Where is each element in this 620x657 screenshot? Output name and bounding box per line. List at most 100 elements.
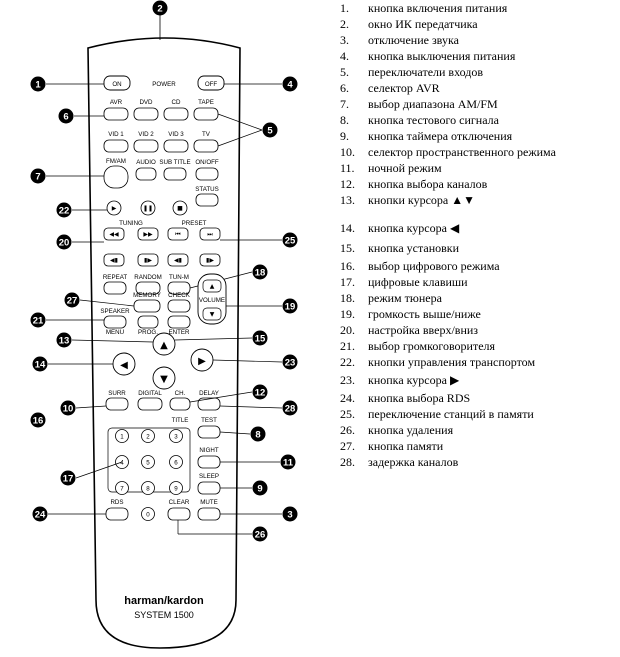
digit-2-button[interactable]	[141, 429, 155, 443]
forward-icon: ▶▶	[143, 231, 153, 238]
cd-label: CD	[172, 99, 181, 106]
enter-button[interactable]	[167, 315, 191, 329]
legend-text: кнопка выбора RDS	[368, 391, 471, 405]
digit-5-button[interactable]	[141, 455, 155, 469]
fmam-button[interactable]	[103, 165, 129, 189]
surr-label: SURR	[108, 390, 126, 397]
night-button[interactable]	[197, 455, 221, 469]
preset-up-button[interactable]	[199, 227, 221, 241]
digit-6-button[interactable]	[169, 455, 183, 469]
legend-number: 11.	[340, 161, 355, 175]
memory-button[interactable]	[133, 299, 161, 313]
power-label: POWER	[152, 81, 176, 88]
delay-button[interactable]	[197, 397, 221, 411]
speaker-label: SPEAKER	[100, 308, 130, 315]
speaker-button[interactable]	[103, 315, 127, 329]
tv-button[interactable]	[193, 139, 219, 153]
prev-track-icon: ⏮	[175, 231, 181, 238]
stop-button[interactable]	[172, 200, 188, 216]
repeat-button[interactable]	[103, 281, 127, 295]
svg-text:21: 21	[33, 316, 44, 327]
legend-item: 15.кнопка установки	[340, 240, 459, 256]
check-button[interactable]	[167, 299, 191, 313]
power-on-button[interactable]	[103, 75, 131, 91]
tuning-down-button[interactable]	[103, 227, 125, 241]
legend-item: 28.задержка каналов	[340, 454, 458, 470]
tuning-up-button[interactable]	[137, 227, 159, 241]
rewind-icon: ◀◀	[109, 231, 119, 238]
digit-8-button[interactable]	[141, 481, 155, 495]
ch-button[interactable]	[169, 397, 191, 411]
callout-10: 10	[60, 400, 76, 416]
legend-item: 9.кнопка таймера отключения	[340, 128, 512, 144]
digit-6-label: 6	[174, 460, 178, 467]
play-button[interactable]	[106, 200, 122, 216]
rds-label: RDS	[110, 499, 123, 506]
prog-button[interactable]	[137, 315, 159, 329]
cursor-up-button[interactable]	[152, 332, 176, 356]
volume-down-button[interactable]	[202, 307, 222, 321]
legend-text: кнопка выключения питания	[368, 49, 516, 63]
callout-22: 22	[56, 202, 72, 218]
status-button[interactable]	[195, 193, 219, 207]
legend-number: 13.	[340, 193, 355, 207]
random-button[interactable]	[135, 281, 161, 295]
step-back-button[interactable]	[167, 253, 189, 267]
legend-number: 10.	[340, 145, 355, 159]
onoff-label: ON/OFF	[195, 159, 219, 166]
vid1-button[interactable]	[103, 139, 129, 153]
legend-item: 19.громкость выше/ниже	[340, 306, 481, 322]
clear-button[interactable]	[167, 507, 191, 521]
digit-9-button[interactable]	[169, 481, 183, 495]
preset-down-button[interactable]	[167, 227, 189, 241]
svg-text:25: 25	[285, 236, 296, 247]
cd-button[interactable]	[163, 107, 189, 121]
cursor-down-button[interactable]	[152, 366, 176, 390]
legend-text: настройка вверх/вниз	[368, 323, 479, 337]
avr-button[interactable]	[103, 107, 129, 121]
remote-diagram: POWER ON OFF AVR DVD CD TAPE VID 1 VID 2…	[30, 0, 298, 649]
sleep-button[interactable]	[197, 481, 221, 495]
dvd-button[interactable]	[133, 107, 159, 121]
digit-0-button[interactable]	[141, 507, 155, 521]
mute-button[interactable]	[197, 507, 221, 521]
digital-button[interactable]	[137, 397, 163, 411]
digit-1-button[interactable]	[115, 429, 129, 443]
cursor-right-icon: ▶	[198, 356, 206, 367]
title-label: TITLE	[172, 417, 189, 424]
legend-number: 16.	[340, 259, 355, 273]
audio-button[interactable]	[135, 167, 157, 181]
test-button[interactable]	[197, 425, 221, 439]
fmam-label: FM/AM	[106, 158, 126, 165]
legend-number: 5.	[340, 65, 349, 79]
legend-text: цифровые клавиши	[368, 275, 468, 289]
onoff-button[interactable]	[195, 167, 219, 181]
svg-text:22: 22	[59, 206, 70, 217]
night-label: NIGHT	[199, 447, 218, 454]
skip-back-button[interactable]	[103, 253, 125, 267]
digit-3-button[interactable]	[169, 429, 183, 443]
legend-number: 15.	[340, 241, 355, 255]
svg-text:19: 19	[285, 302, 296, 313]
vid2-button[interactable]	[133, 139, 159, 153]
step-fwd-button[interactable]	[199, 253, 221, 267]
digit-7-button[interactable]	[115, 481, 129, 495]
pause-button[interactable]	[140, 200, 156, 216]
legend-text: кнопка удаления	[368, 423, 454, 437]
skip-fwd-button[interactable]	[137, 253, 159, 267]
tape-button[interactable]	[193, 107, 219, 121]
vid3-button[interactable]	[163, 139, 189, 153]
subtitle-button[interactable]	[163, 167, 187, 181]
preset-label: PRESET	[182, 220, 207, 227]
digit-2-label: 2	[146, 434, 150, 441]
volume-up-button[interactable]	[202, 279, 222, 293]
callout-2: 2	[152, 0, 168, 16]
callout-9: 9	[252, 480, 268, 496]
rds-button[interactable]	[105, 507, 129, 521]
surr-button[interactable]	[105, 397, 129, 411]
power-off-button[interactable]	[197, 75, 225, 91]
legend-item: 2.окно ИК передатчика	[340, 16, 478, 32]
digit-8-label: 8	[146, 486, 150, 493]
svg-text:18: 18	[255, 268, 266, 279]
